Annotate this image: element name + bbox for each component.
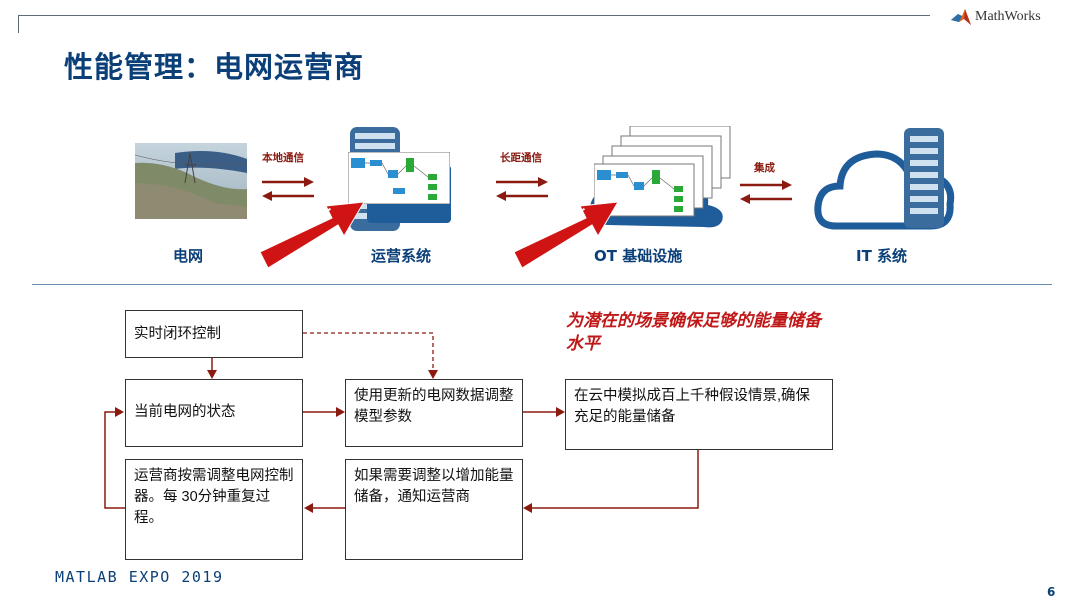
grid-label: 电网: [173, 247, 204, 265]
integration-label: 集成: [754, 162, 775, 174]
adjust-notify-box: 如果需要调整以增加能量储备，通知运营商: [345, 459, 523, 560]
it-cloud-server-icon: [814, 128, 955, 230]
integration-arrows: [740, 180, 792, 204]
long-comm-label: 长距通信: [500, 152, 542, 164]
power-grid-photo: [135, 143, 247, 219]
operator-adjust-box: 运营商按需调整电网控制器。每 30分钟重复过程。: [125, 459, 303, 560]
local-comm-label: 本地通信: [262, 152, 304, 164]
mathworks-logo: MathWorks: [950, 6, 1041, 28]
logo-text: MathWorks: [975, 9, 1041, 24]
reserve-note: 为潜在的场景确保足够的能量储备水平: [566, 311, 821, 353]
current-state-box: 当前电网的状态: [125, 379, 303, 447]
top-rule: [18, 15, 930, 16]
event-footer: MATLAB EXPO 2019: [55, 568, 224, 586]
ot-twin-screens: [594, 126, 731, 217]
long-comm-arrows: [496, 177, 548, 201]
ops-system-label: 运营系统: [371, 247, 432, 265]
it-system-label: IT 系统: [856, 247, 908, 265]
digital-twin-arrow-1: [259, 201, 365, 269]
ot-infra-label: OT 基础设施: [594, 247, 683, 265]
realtime-control-box: 实时闭环控制: [125, 310, 303, 358]
page-number: 6: [1047, 585, 1056, 599]
top-rule-tick: [18, 15, 19, 33]
digital-twin-arrow-2: [513, 201, 619, 269]
update-model-box: 使用更新的电网数据调整模型参数: [345, 379, 523, 447]
page-title: 性能管理：电网运营商: [64, 50, 365, 84]
cloud-simulation-box: 在云中模拟成百上千种假设情景,确保充足的能量储备: [565, 379, 833, 450]
section-divider: [32, 284, 1052, 285]
membrane-icon: [951, 9, 971, 25]
local-comm-arrows: [262, 177, 314, 201]
digital-twin-screen: [348, 152, 450, 204]
